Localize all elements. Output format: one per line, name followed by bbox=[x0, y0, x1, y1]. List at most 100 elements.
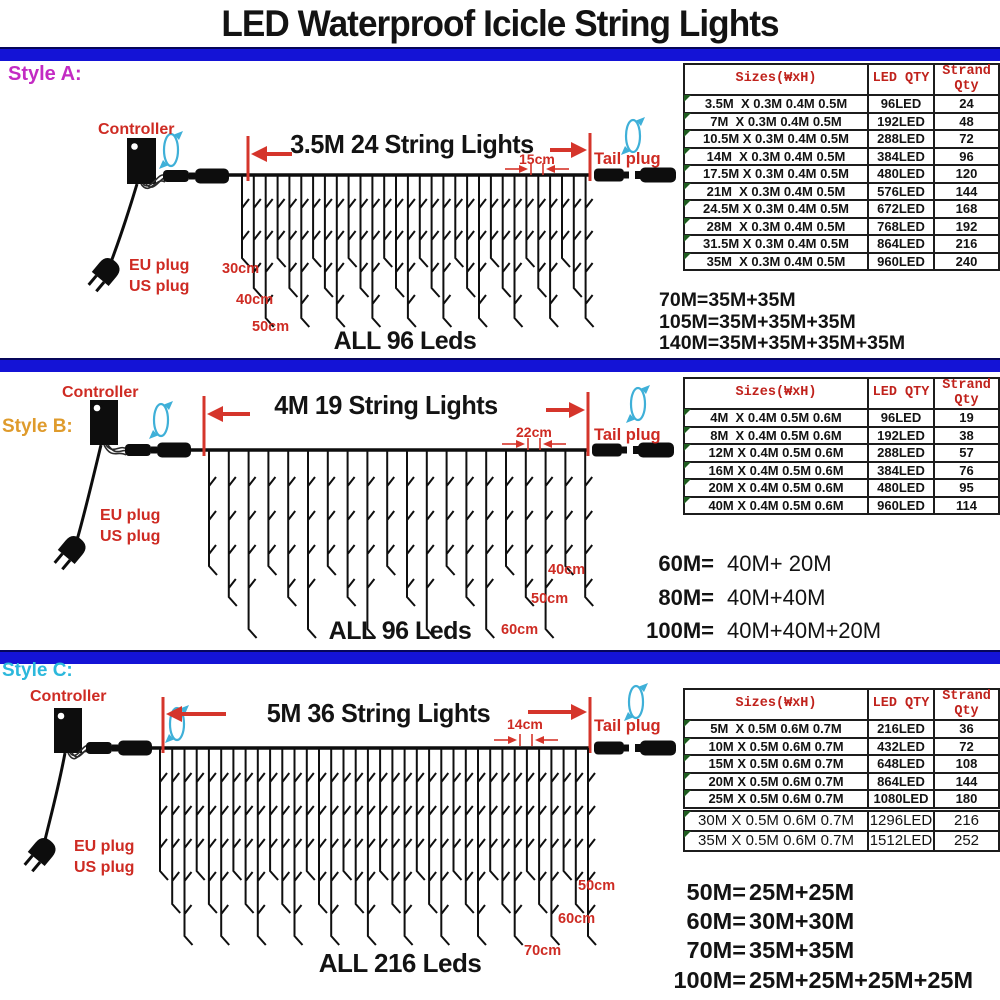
gap-dimension-label: 22cm bbox=[516, 424, 552, 440]
combo-parts: 35M+35M bbox=[749, 937, 855, 964]
table-cell: 480LED bbox=[867, 164, 935, 184]
power-cable bbox=[109, 183, 139, 263]
controller-icon bbox=[90, 400, 130, 456]
combo-line: 60M=30M+30M bbox=[636, 907, 973, 936]
column-header: Sizes(₩xH) bbox=[683, 63, 869, 96]
divider-bar bbox=[0, 358, 1000, 372]
rotation-icon bbox=[147, 399, 175, 441]
eu-plug-icon bbox=[82, 252, 125, 297]
combo-line: 105M=35M+35M+35M bbox=[659, 310, 905, 334]
table-cell: 1080LED bbox=[867, 789, 935, 810]
table-cell: 76 bbox=[933, 460, 1000, 480]
measure-arrows bbox=[161, 697, 592, 753]
table-cell: 108 bbox=[933, 754, 1000, 774]
divider-bar bbox=[0, 47, 1000, 61]
combo-total: 80M= bbox=[658, 584, 714, 610]
table-cell: 24 bbox=[933, 94, 1000, 114]
table-cell: 216LED bbox=[867, 719, 935, 739]
gap-dimension-label: 14cm bbox=[507, 716, 543, 732]
table-cell: 25M X 0.5M 0.6M 0.7M bbox=[683, 789, 869, 810]
combo-total: 70M= bbox=[686, 937, 746, 964]
total-leds-label: ALL 96 Leds bbox=[333, 327, 477, 355]
table-cell: 384LED bbox=[867, 460, 935, 480]
table-cell: 20M X 0.4M 0.5M 0.6M bbox=[683, 478, 869, 498]
divider-bar bbox=[0, 650, 1000, 664]
total-leds-label: ALL 96 Leds bbox=[328, 617, 472, 645]
table-cell: 31.5M X 0.3M 0.4M 0.5M bbox=[683, 234, 869, 254]
table-cell: 3.5M X 0.3M 0.4M 0.5M bbox=[683, 94, 869, 114]
table-cell: 216 bbox=[933, 806, 1000, 832]
table-cell: 72 bbox=[933, 736, 1000, 756]
span-length-label: 3.5M 24 String Lights bbox=[290, 129, 534, 159]
combo-parts: 35M+35M+35M+35M bbox=[719, 332, 906, 354]
combo-line: 50M=25M+25M bbox=[636, 878, 973, 907]
table-cell: 288LED bbox=[867, 443, 935, 463]
tail-connector-icon bbox=[594, 740, 676, 756]
table-cell: 96LED bbox=[867, 408, 935, 428]
drop-length-label: 30cm bbox=[222, 261, 260, 277]
combo-line: 100M=25M+25M+25M+25M bbox=[636, 966, 973, 995]
table-cell: 432LED bbox=[867, 736, 935, 756]
table-cell: 216 bbox=[933, 234, 1000, 254]
style-c-diagram bbox=[18, 681, 676, 946]
table-cell: 5M X 0.5M 0.6M 0.7M bbox=[683, 719, 869, 739]
combo-line: 100M= 40M+40M+20M bbox=[640, 614, 881, 648]
style-b-label: Style B: bbox=[2, 416, 73, 437]
total-leds-label: ALL 216 Leds bbox=[318, 948, 482, 978]
combo-parts: 40M+40M+20M bbox=[727, 618, 882, 643]
table-cell: 1512LED bbox=[867, 829, 935, 852]
drop-length-label: 50cm bbox=[252, 319, 290, 335]
combo-total: 70M= bbox=[659, 289, 709, 311]
measure-arrows bbox=[246, 133, 592, 181]
column-header: Sizes(₩xH) bbox=[683, 688, 869, 721]
column-header: Strand Qty bbox=[933, 63, 1000, 96]
controller-icon bbox=[54, 708, 93, 760]
table-cell: 72 bbox=[933, 129, 1000, 149]
controller-label: Controller bbox=[30, 688, 107, 705]
table-cell: 35M X 0.3M 0.4M 0.5M bbox=[683, 251, 869, 271]
combo-total: 100M= bbox=[646, 618, 714, 643]
controller-label: Controller bbox=[98, 121, 175, 138]
table-cell: 7M X 0.3M 0.4M 0.5M bbox=[683, 111, 869, 131]
combo-parts: 35M+35M+35M bbox=[719, 310, 856, 333]
drop-length-label: 50cm bbox=[531, 591, 569, 607]
eu-plug-icon bbox=[18, 832, 61, 877]
connector-icon bbox=[125, 442, 191, 458]
drop-length-label: 60cm bbox=[501, 622, 539, 638]
curtain-drops bbox=[241, 175, 595, 328]
power-cable bbox=[75, 444, 103, 541]
combo-total: 100M= bbox=[673, 966, 746, 993]
table-cell: 960LED bbox=[867, 495, 935, 515]
power-cable bbox=[43, 752, 67, 841]
span-length-label: 4M 19 String Lights bbox=[274, 390, 498, 420]
table-cell: 480LED bbox=[867, 478, 935, 498]
table-cell: 144 bbox=[933, 181, 1000, 201]
table-cell: 14M X 0.3M 0.4M 0.5M bbox=[683, 146, 869, 166]
combo-line: 80M=40M+40M bbox=[640, 581, 881, 615]
table-cell: 114 bbox=[933, 495, 1000, 515]
table-cell: 648LED bbox=[867, 754, 935, 774]
table-cell: 57 bbox=[933, 443, 1000, 463]
table-cell: 10M X 0.5M 0.6M 0.7M bbox=[683, 736, 869, 756]
combo-line: 70M=35M+35M bbox=[659, 289, 905, 312]
table-cell: 28M X 0.3M 0.4M 0.5M bbox=[683, 216, 869, 236]
table-cell: 35M X 0.5M 0.6M 0.7M bbox=[683, 829, 869, 852]
column-header: Strand Qty bbox=[933, 688, 1000, 721]
tail-plug-label: Tail plug bbox=[594, 717, 661, 735]
table-cell: 192LED bbox=[867, 111, 935, 131]
